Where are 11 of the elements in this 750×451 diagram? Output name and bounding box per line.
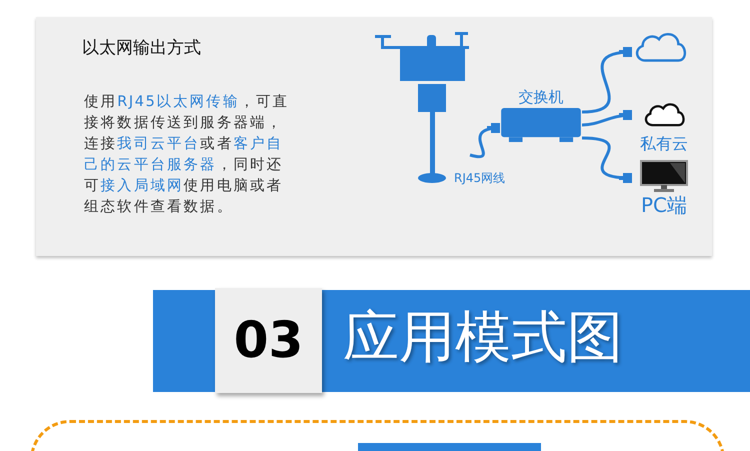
network-cable bbox=[582, 110, 632, 126]
node-label: PC端 bbox=[640, 192, 688, 218]
network-cable bbox=[582, 47, 632, 114]
edge-label: RJ45网线 bbox=[452, 170, 508, 186]
node-label: 交换机 bbox=[518, 88, 564, 106]
node-label: 私有云 bbox=[640, 133, 688, 155]
section-heading: 应用模式图 bbox=[343, 304, 623, 372]
section-title: 以太网输出方式 bbox=[82, 37, 201, 60]
section-number: 03 bbox=[215, 288, 322, 393]
network-cable bbox=[470, 123, 500, 158]
network-cable bbox=[582, 136, 632, 183]
